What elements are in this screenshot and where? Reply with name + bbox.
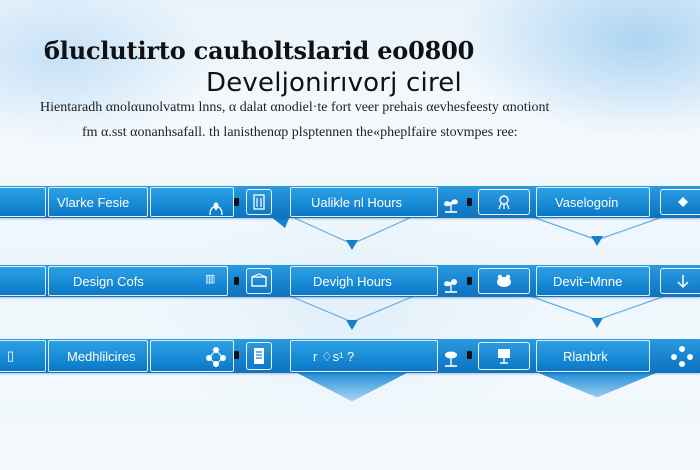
network-icon	[668, 344, 696, 373]
chevron-right-icon[interactable]	[660, 268, 700, 294]
frog-icon[interactable]	[478, 268, 530, 294]
connector-arrow	[346, 320, 358, 330]
connector-line	[289, 295, 415, 323]
plant-icon	[440, 274, 462, 299]
connector-line	[289, 215, 415, 245]
house-icon[interactable]	[246, 268, 272, 294]
row3-cell-2-label: r ♢s¹ ?	[313, 349, 355, 364]
flag-icon	[204, 197, 228, 219]
row1-cell-1-label: Vlarke Fesie	[57, 195, 130, 210]
bottom-fade	[0, 372, 700, 470]
separator-dot	[467, 277, 472, 285]
page-title-line-1: бluclutirto cauholtslarid eo0800	[44, 36, 475, 65]
row1-cell-3[interactable]: Vaselogoin	[536, 187, 650, 217]
row3-seg-a	[150, 340, 234, 372]
plant-icon	[440, 194, 462, 219]
separator-dot	[234, 351, 239, 359]
row3-cell-2[interactable]: r ♢s¹ ?	[290, 340, 438, 372]
row2-cell-3-label: Devit–Mnne	[553, 274, 623, 289]
connector-line	[529, 295, 666, 321]
building-icon[interactable]	[246, 189, 272, 215]
row1-seg-left	[0, 187, 46, 217]
row3-cell-3-label: Rlanbrk	[563, 349, 608, 364]
chart-icon: ▥	[205, 273, 216, 285]
separator-dot	[234, 198, 239, 206]
subtitle-line-1: Hientaradh αnolαunolvatmı lnns, α dalat …	[40, 100, 550, 115]
separator-dot	[467, 351, 472, 359]
connector-arrow	[591, 318, 603, 328]
connector-arrow	[346, 240, 358, 250]
row1-cell-3-label: Vaselogoin	[555, 195, 619, 210]
row2-seg-left	[0, 266, 46, 296]
separator-dot	[234, 277, 239, 285]
chart-icon[interactable]	[478, 342, 530, 370]
row3-cell-1-label: Medhlilcires	[67, 349, 136, 364]
row2-cell-3[interactable]: Devit–Mnne	[536, 266, 650, 296]
plant-icon	[440, 348, 462, 373]
row2-cell-2-label: Devigh Hours	[313, 274, 392, 289]
row2-cell-1-label: Design Cofs	[73, 274, 144, 289]
row1-cell-2-label: Ualikle nl Hours	[311, 195, 403, 210]
row1-cell-1[interactable]: Vlarke Fesie	[48, 187, 148, 217]
row1-seg-a	[150, 187, 234, 217]
separator-dot	[467, 198, 472, 206]
plant-icon[interactable]	[660, 189, 700, 215]
chart-icon[interactable]	[478, 189, 530, 215]
pointer-tab	[270, 216, 290, 228]
row3-left-marker: ▯	[7, 348, 15, 363]
page-title-line-2: Develjonirıvorj cirel	[206, 68, 462, 98]
row3-seg-left: ▯	[0, 340, 46, 372]
row2-cell-1[interactable]: Design Cofs ▥	[48, 266, 228, 296]
subtitle-line-2: fm α.sst αonanhsafall. th lanisthenαp pl…	[82, 125, 518, 140]
network-icon	[204, 344, 228, 373]
document-icon[interactable]	[246, 342, 272, 370]
row3-cell-3[interactable]: Rlanbrk	[536, 340, 650, 372]
row3-cell-1[interactable]: Medhlilcires	[48, 340, 148, 372]
row1-cell-2[interactable]: Ualikle nl Hours	[290, 187, 438, 217]
row2-cell-2[interactable]: Devigh Hours	[290, 266, 438, 296]
connector-arrow	[591, 236, 603, 246]
